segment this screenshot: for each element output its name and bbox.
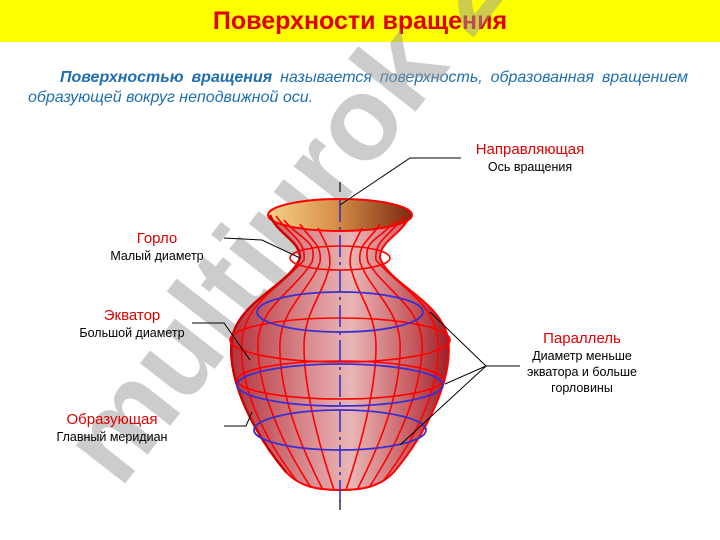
callout-equator-sub: Большой диаметр: [79, 326, 185, 340]
leader-lines: [192, 157, 520, 446]
callout-directrix: Направляющая Ось вращения: [455, 141, 605, 175]
definition-term: Поверхностью вращения: [60, 69, 273, 86]
callout-parallel-sub-3: горловины: [551, 381, 613, 395]
callout-parallel-head: Параллель: [543, 330, 621, 347]
title-bar: Поверхности вращения: [0, 0, 720, 42]
callout-equator: Экватор Большой диаметр: [62, 307, 202, 341]
meridians: [240, 215, 440, 491]
callout-generatrix-head: Образующая: [66, 411, 158, 428]
callout-directrix-sub: Ось вращения: [487, 160, 573, 174]
callout-directrix-head: Направляющая: [475, 141, 585, 158]
callout-parallel-sub-2: экватора и больше: [526, 365, 638, 379]
callout-equator-head: Экватор: [103, 307, 161, 324]
callout-throat: Горло Малый диаметр: [88, 230, 226, 264]
callout-generatrix: Образующая Главный меридиан: [38, 411, 186, 445]
callout-parallel: Параллель Диаметр меньше экватора и боль…: [512, 330, 652, 396]
main-generatrix: [229, 214, 302, 473]
callout-generatrix-sub: Главный меридиан: [56, 430, 168, 444]
definition-body: называется поверхность, образованная вра…: [28, 69, 688, 106]
page-title: Поверхности вращения: [212, 6, 508, 35]
callout-throat-head: Горло: [136, 230, 178, 247]
callout-parallel-sub-1: Диаметр меньше: [532, 349, 632, 363]
callout-throat-sub: Малый диаметр: [110, 249, 204, 263]
definition-text: Поверхностью вращения называется поверхн…: [28, 68, 688, 108]
